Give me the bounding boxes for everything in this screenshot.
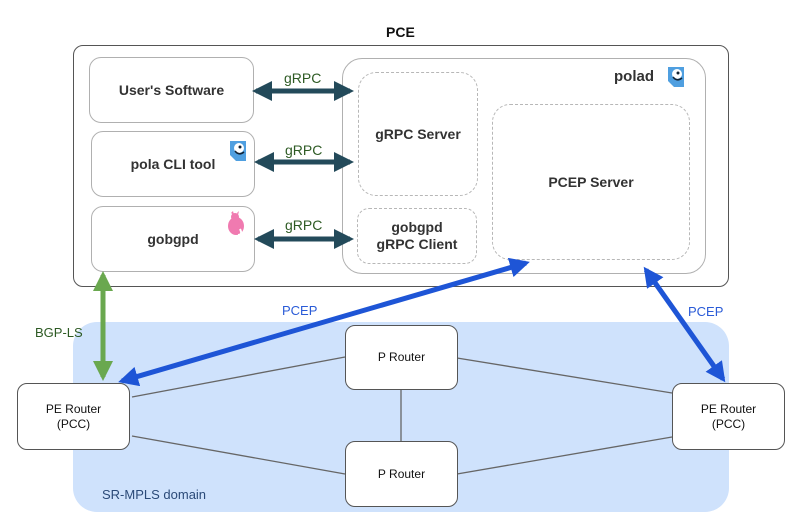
link-pe-left-p-top [131, 356, 346, 398]
pcep-arrow-left [118, 257, 530, 387]
pcep-arrow-right [643, 266, 726, 383]
link-p-top-pe-right [456, 357, 673, 394]
p-router-top[interactable]: P Router [345, 325, 458, 390]
grpc-label-3: gRPC [285, 217, 323, 233]
gobgpd-client-label-1: gobgpd [391, 219, 443, 235]
p-router-top-label: P Router [377, 350, 426, 364]
pola-logo-icon [228, 140, 248, 162]
pe-router-left[interactable]: PE Router (PCC) [17, 383, 130, 450]
users-software-label: User's Software [118, 82, 225, 98]
polad-label: polad [614, 68, 654, 85]
pola-cli-tool-label: pola CLI tool [130, 156, 216, 172]
sr-mpls-domain-label: SR-MPLS domain [102, 487, 207, 502]
gobgpd-label: gobgpd [147, 231, 199, 247]
users-software-box[interactable]: User's Software [89, 57, 254, 123]
grpc-server-box[interactable]: gRPC Server [358, 72, 478, 196]
link-pe-left-p-bottom [131, 435, 346, 475]
bgp-ls-label: BGP-LS [35, 325, 83, 340]
pe-router-right-label-1: PE Router [700, 401, 757, 416]
pcep-server-label: PCEP Server [548, 174, 634, 190]
gobgpd-client-label-2: gRPC Client [376, 236, 458, 252]
pe-router-right[interactable]: PE Router (PCC) [672, 383, 785, 450]
pcep-label-right: PCEP [688, 304, 724, 319]
grpc-label-1: gRPC [284, 70, 322, 86]
pe-router-left-label-2: (PCC) [56, 416, 91, 431]
gobgp-pig-icon [226, 211, 246, 237]
pcep-label-left: PCEP [282, 303, 318, 318]
grpc-server-label: gRPC Server [375, 126, 461, 142]
pe-router-left-label-1: PE Router [45, 401, 102, 416]
p-router-bottom[interactable]: P Router [345, 441, 458, 507]
pola-cli-tool-box[interactable]: pola CLI tool [91, 131, 255, 197]
pce-title: PCE [386, 24, 415, 40]
grpc-label-2: gRPC [285, 142, 323, 158]
pcep-server-box[interactable]: PCEP Server [492, 104, 690, 260]
polad-logo-icon [666, 66, 686, 88]
p-router-bottom-label: P Router [377, 466, 426, 481]
link-p-bottom-pe-right [456, 436, 673, 475]
pe-router-right-label-2: (PCC) [711, 416, 746, 431]
